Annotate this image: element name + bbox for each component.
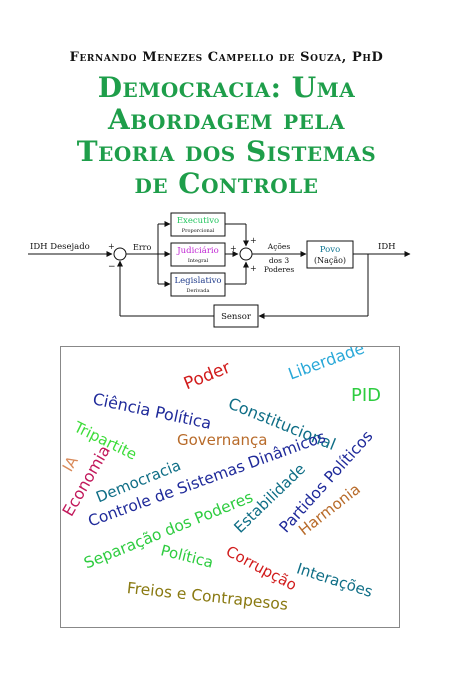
legislativo-label: Legislativo bbox=[174, 276, 221, 286]
legislativo-block: Legislativo Derivada bbox=[170, 272, 226, 297]
word-poder: Poder bbox=[181, 357, 234, 395]
input-plus: + bbox=[108, 242, 115, 251]
summing-junction-error bbox=[113, 247, 127, 261]
judiciario-label: Judiciário bbox=[176, 245, 219, 256]
povo-block: Povo (Nação) bbox=[306, 240, 354, 269]
legislativo-sub: Derivada bbox=[187, 288, 210, 294]
pid-control-diagram: IDH Desejado + − Erro Executivo Proporci… bbox=[28, 212, 411, 328]
executivo-block: Executivo Proporcional bbox=[170, 212, 226, 237]
output-label: IDH bbox=[378, 242, 396, 252]
sum-plus-left: + bbox=[230, 244, 237, 253]
summing-junction-actions bbox=[239, 247, 253, 261]
title-line-2: Abordagem pela bbox=[108, 103, 345, 136]
sum-plus-bottom: + bbox=[250, 264, 257, 273]
error-label: Erro bbox=[133, 243, 151, 252]
word-pid: PID bbox=[351, 385, 382, 406]
word-corrupcao: Corrupção bbox=[223, 542, 300, 595]
executivo-sub: Proporcional bbox=[182, 228, 215, 234]
plant-label-2: (Nação) bbox=[314, 256, 346, 265]
actions-label-1: Ações bbox=[267, 242, 291, 251]
book-title: Democracia: Uma Abordagem pela Teoria do… bbox=[0, 72, 453, 200]
word-cloud: Poder Liberdade Ciência Política Constit… bbox=[60, 346, 400, 628]
sum-plus-top: + bbox=[250, 236, 257, 245]
title-line-1: Democracia: Uma bbox=[97, 71, 356, 104]
word-governanca: Governança bbox=[177, 431, 268, 449]
title-line-4: de Controle bbox=[134, 167, 319, 200]
word-interacoes: Interações bbox=[294, 559, 375, 601]
judiciario-block: Judiciário Integral bbox=[170, 242, 226, 267]
sensor-block: Sensor bbox=[213, 304, 259, 328]
word-politica: Política bbox=[158, 541, 216, 572]
feedback-minus: − bbox=[108, 262, 116, 272]
actions-label-2: dos 3 bbox=[269, 256, 290, 265]
executivo-label: Executivo bbox=[177, 216, 219, 226]
word-ia: IA bbox=[60, 453, 82, 475]
author-name: Fernando Menezes Campello de Souza, PhD bbox=[69, 50, 384, 65]
word-ciencia-politica: Ciência Política bbox=[91, 389, 214, 433]
word-freios-contrapesos: Freios e Contrapesos bbox=[126, 579, 289, 614]
sensor-label: Sensor bbox=[221, 312, 252, 322]
title-line-3: Teoria dos Sistemas bbox=[76, 135, 377, 168]
actions-label-3: Poderes bbox=[264, 265, 295, 274]
input-label: IDH Desejado bbox=[30, 242, 90, 252]
judiciario-sub: Integral bbox=[188, 258, 209, 264]
word-liberdade: Liberdade bbox=[285, 346, 367, 384]
plant-label-1: Povo bbox=[320, 245, 340, 255]
